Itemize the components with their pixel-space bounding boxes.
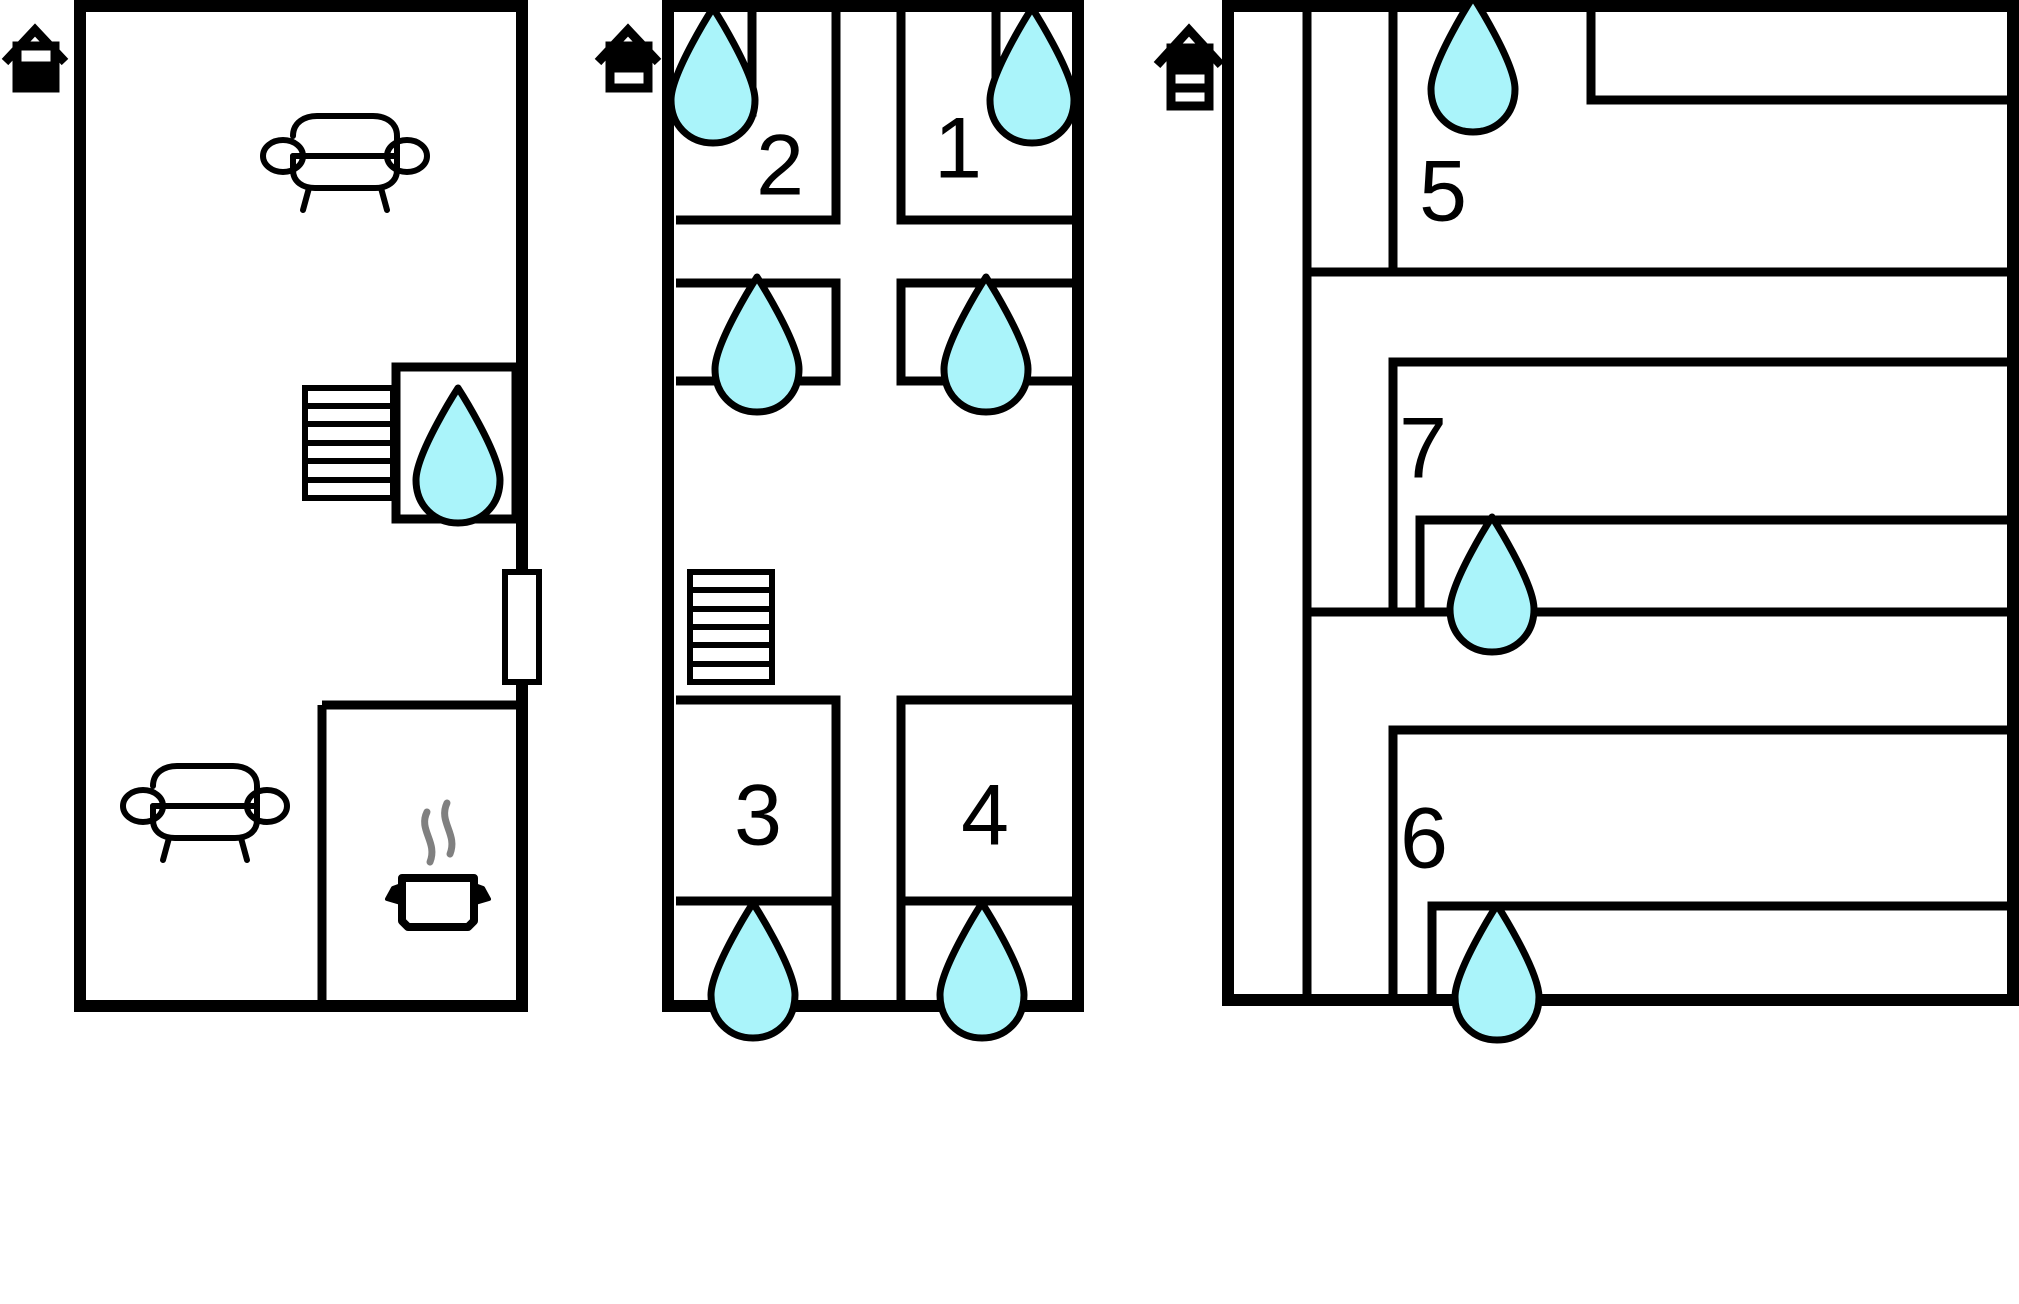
water-drop-icon [715, 277, 799, 412]
house-icon-floor-2 [594, 23, 662, 93]
floor-1-outer-wall [74, 0, 528, 1012]
water-drop-icon [1450, 517, 1534, 652]
room-4-label: 4 [961, 768, 1009, 864]
room-3: 3 [676, 695, 841, 1038]
room-6-label: 6 [1400, 791, 1448, 887]
house-icon-floor-3 [1153, 23, 1225, 111]
floor-3-plan: 5 7 6 [1222, 0, 2019, 1040]
water-drop-icon [990, 8, 1074, 143]
cooking-pot-icon [385, 799, 491, 931]
floor-1-door-icon [502, 569, 542, 685]
water-drop-icon [711, 903, 795, 1038]
water-drop-icon [1431, 0, 1515, 132]
sofa-icon-lower [123, 766, 287, 860]
floor-2-bath-left [676, 277, 841, 412]
room-1-label: 1 [934, 101, 982, 197]
floor-1-kitchen [317, 700, 516, 1004]
room-6-bath-partition [1427, 901, 2007, 1000]
sofa-icon-upper [263, 116, 427, 210]
house-icon-floor-1 [1, 23, 69, 93]
floor-2-plan: 2 1 [662, 0, 1084, 1038]
floor-1-bathroom [391, 362, 521, 523]
room-7-label: 7 [1399, 401, 1447, 497]
room-7: 7 [1307, 357, 2007, 652]
floor-3-outer-wall [1222, 0, 2019, 1006]
room-3-label: 3 [734, 768, 782, 864]
floor-2-outer-wall [662, 0, 1084, 1012]
floor-1-plan [74, 0, 542, 1012]
room-2: 2 [671, 8, 841, 225]
floor-2-staircase-icon [687, 569, 775, 685]
room-5-bath-partition [1586, 12, 2007, 105]
room-4: 4 [896, 695, 1072, 1038]
room-1: 1 [896, 8, 1074, 225]
room-5-label: 5 [1419, 144, 1467, 240]
floor-2-bath-right [896, 277, 1072, 412]
water-drop-icon [944, 277, 1028, 412]
room-2-label: 2 [756, 118, 804, 214]
water-drop-icon [1455, 905, 1539, 1040]
floor-1-staircase-icon [302, 385, 396, 501]
room-5: 5 [1307, 0, 2007, 277]
water-drop-icon [416, 388, 500, 523]
water-drop-icon [671, 8, 755, 143]
room-6: 6 [1388, 725, 2007, 1040]
water-drop-icon [940, 903, 1024, 1038]
room-7-bath-partition [1415, 515, 2007, 612]
